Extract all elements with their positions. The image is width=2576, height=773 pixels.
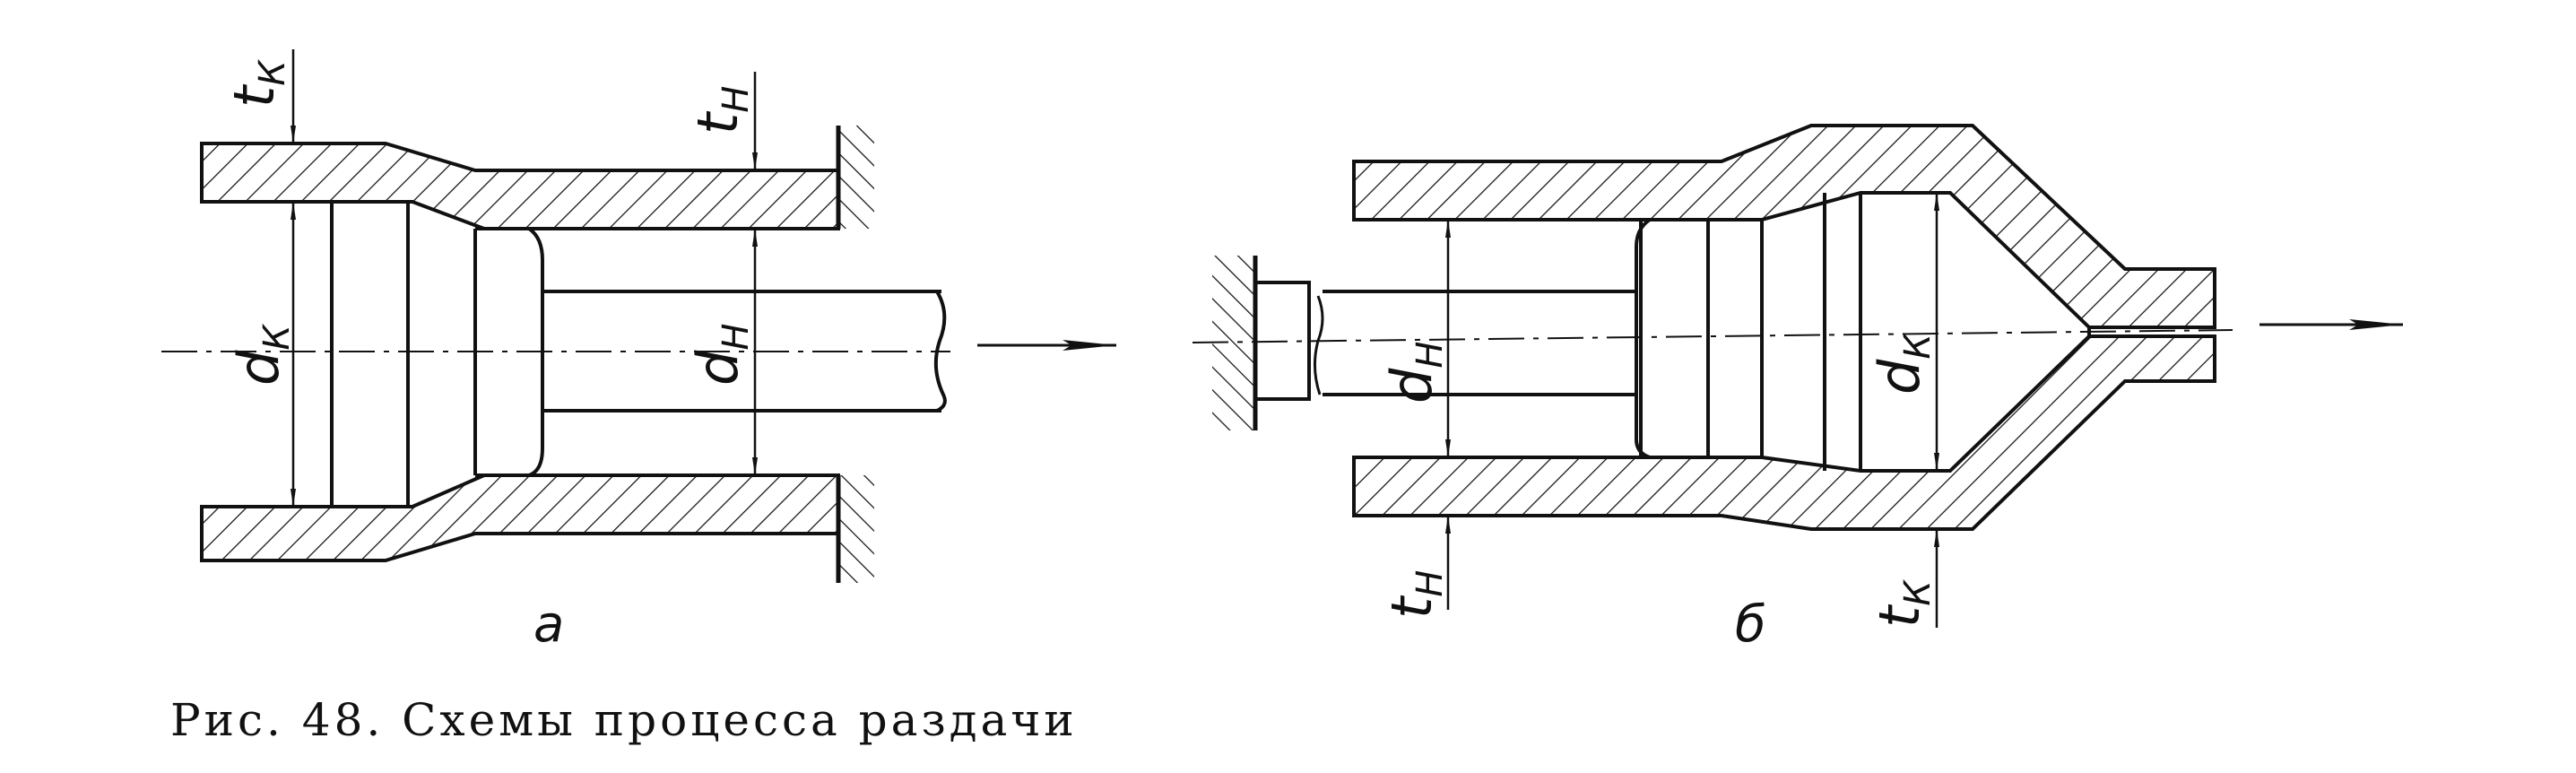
panel-b-dim-t-final: tК: [1867, 579, 1939, 628]
panel-a-punch: [330, 202, 947, 507]
panel-a-dim-t-final: tК: [221, 59, 293, 108]
panel-b: dН dК tН tК б: [1192, 124, 2403, 654]
panel-b-dim-t-initial: tН: [1379, 570, 1451, 619]
panel-a: tК dК tН dН а: [161, 49, 1116, 654]
panel-a-dim-lines: [291, 49, 758, 507]
panel-a-dim-t-initial: tН: [685, 86, 757, 135]
panel-a-lower-wall: [200, 473, 840, 562]
panel-a-dim-d-initial: dН: [685, 324, 757, 386]
panel-b-dim-d-initial: dН: [1379, 342, 1451, 404]
panel-b-lower-wall: [1352, 334, 2216, 531]
panel-a-dim-d-final: dК: [226, 324, 298, 386]
panel-a-label: а: [533, 595, 564, 654]
panel-b-upper-wall: [1352, 124, 2216, 329]
panel-a-support: [836, 126, 874, 583]
panel-b-label: б: [1735, 595, 1766, 654]
panel-b-dim-lines: [1445, 193, 1939, 628]
panel-b-axis: [1192, 329, 2233, 343]
figure-caption: Рис. 48. Схемы процесса раздачи: [170, 694, 1078, 746]
panel-a-upper-wall: [200, 142, 840, 230]
panel-b-dim-d-final: dК: [1867, 333, 1939, 395]
panel-b-punch: [1323, 193, 1862, 471]
panel-b-support: [1212, 256, 1324, 430]
